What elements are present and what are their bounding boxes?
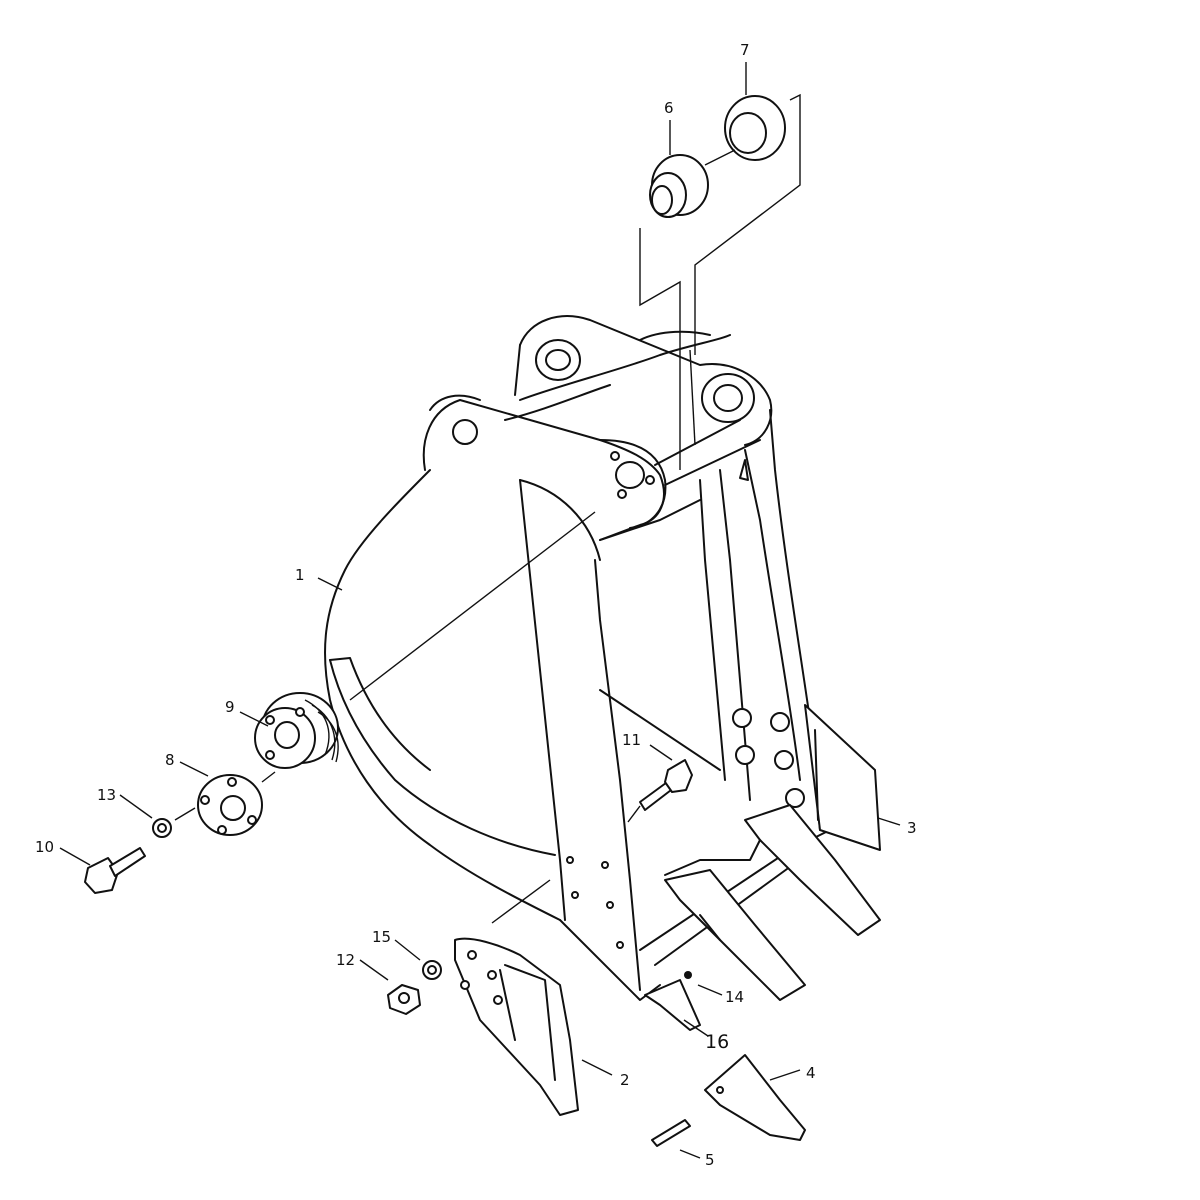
washer-15: [422, 960, 442, 980]
callout-5: 5: [705, 1151, 715, 1169]
callout-14: 14: [725, 988, 744, 1006]
callout-6: 6: [664, 99, 674, 117]
bushing-assembly-lines: [639, 93, 801, 470]
callout-7: 7: [740, 41, 750, 59]
spacer-assembly-lines: [174, 771, 276, 821]
callout-12: 12: [336, 951, 355, 969]
callout-8: 8: [165, 751, 175, 769]
callout-9: 9: [225, 698, 235, 716]
retainer-14: [684, 971, 692, 979]
callout-11: 11: [622, 731, 641, 749]
right-side-cutter: [804, 704, 881, 851]
bucket-tooth: [704, 1054, 806, 1141]
left-side-cutter: [454, 937, 579, 1116]
bucket-body: [324, 315, 831, 1001]
bolt-11: [627, 759, 693, 823]
shim-plate-8: [197, 774, 263, 836]
callout-labels: 1 2 3 4 5 6 7 8 9 10 11 12 13 14 15 16: [35, 41, 917, 1169]
tooth-pin: [651, 1119, 691, 1147]
washer-13: [152, 818, 172, 838]
callout-3: 3: [907, 819, 917, 837]
callout-1: 1: [295, 566, 305, 584]
callout-13: 13: [97, 786, 116, 804]
bushing-6: [649, 154, 709, 218]
bushing-7: [724, 95, 786, 161]
bolt-10: [84, 847, 146, 894]
callout-16: 16: [705, 1031, 729, 1053]
callout-leaders: [59, 62, 901, 1159]
callout-2: 2: [620, 1071, 630, 1089]
boss-spacer-9: [254, 692, 339, 769]
nut-12: [387, 984, 421, 1015]
callout-10: 10: [35, 838, 54, 856]
teeth-adapters: [644, 804, 881, 1031]
callout-15: 15: [372, 928, 391, 946]
callout-4: 4: [806, 1064, 816, 1082]
